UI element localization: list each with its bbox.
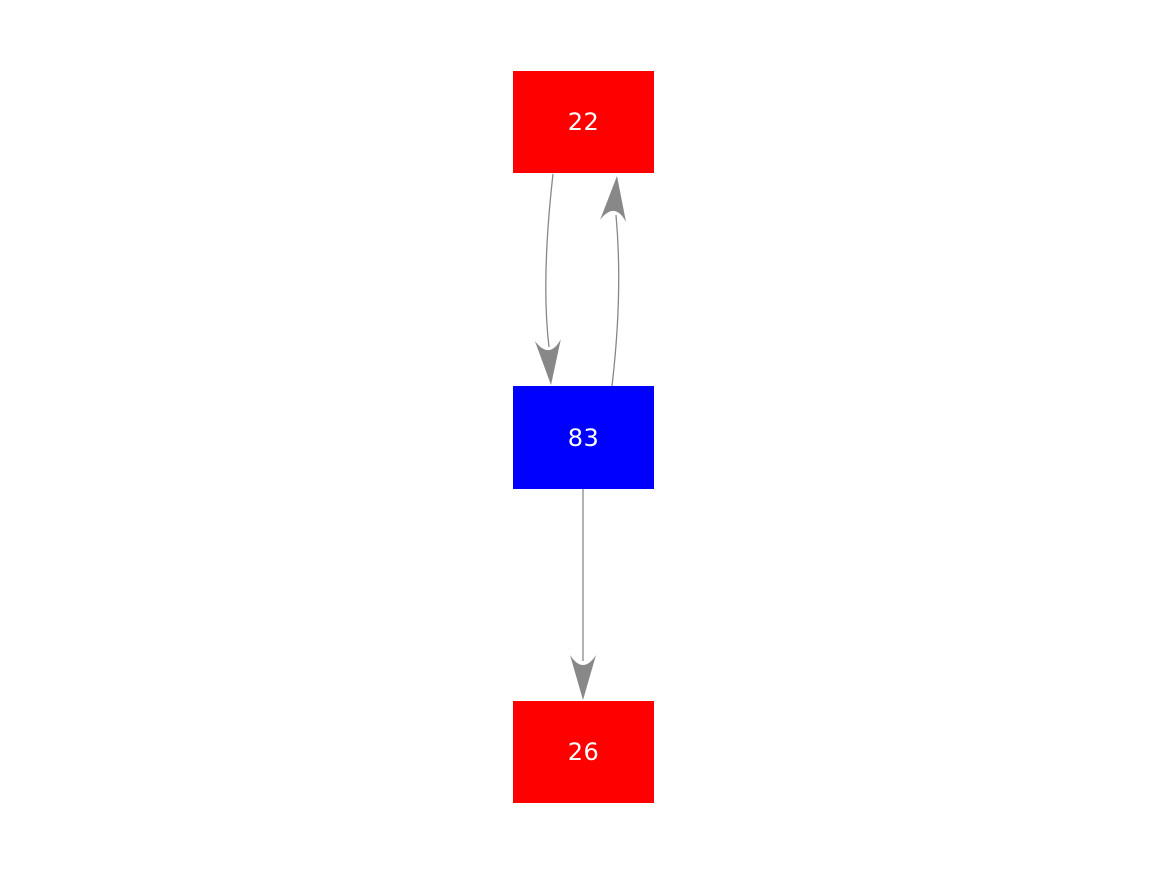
edge-83-to-22 — [600, 176, 627, 387]
edge-83-22-line — [611, 214, 620, 387]
node-22: 22 — [513, 71, 654, 173]
edge-22-83-line — [545, 173, 554, 348]
node-83-label: 83 — [567, 423, 600, 452]
edge-83-22-arrowhead-icon — [600, 176, 627, 222]
edge-22-83-arrowhead-icon — [534, 339, 561, 385]
edge-83-26-arrowhead-icon — [570, 655, 596, 700]
edge-22-to-83 — [534, 173, 561, 385]
node-26: 26 — [513, 701, 654, 803]
node-26-label: 26 — [567, 738, 600, 766]
node-22-label: 22 — [567, 108, 600, 136]
node-83: 83 — [513, 386, 654, 489]
edge-83-to-26 — [570, 489, 596, 700]
